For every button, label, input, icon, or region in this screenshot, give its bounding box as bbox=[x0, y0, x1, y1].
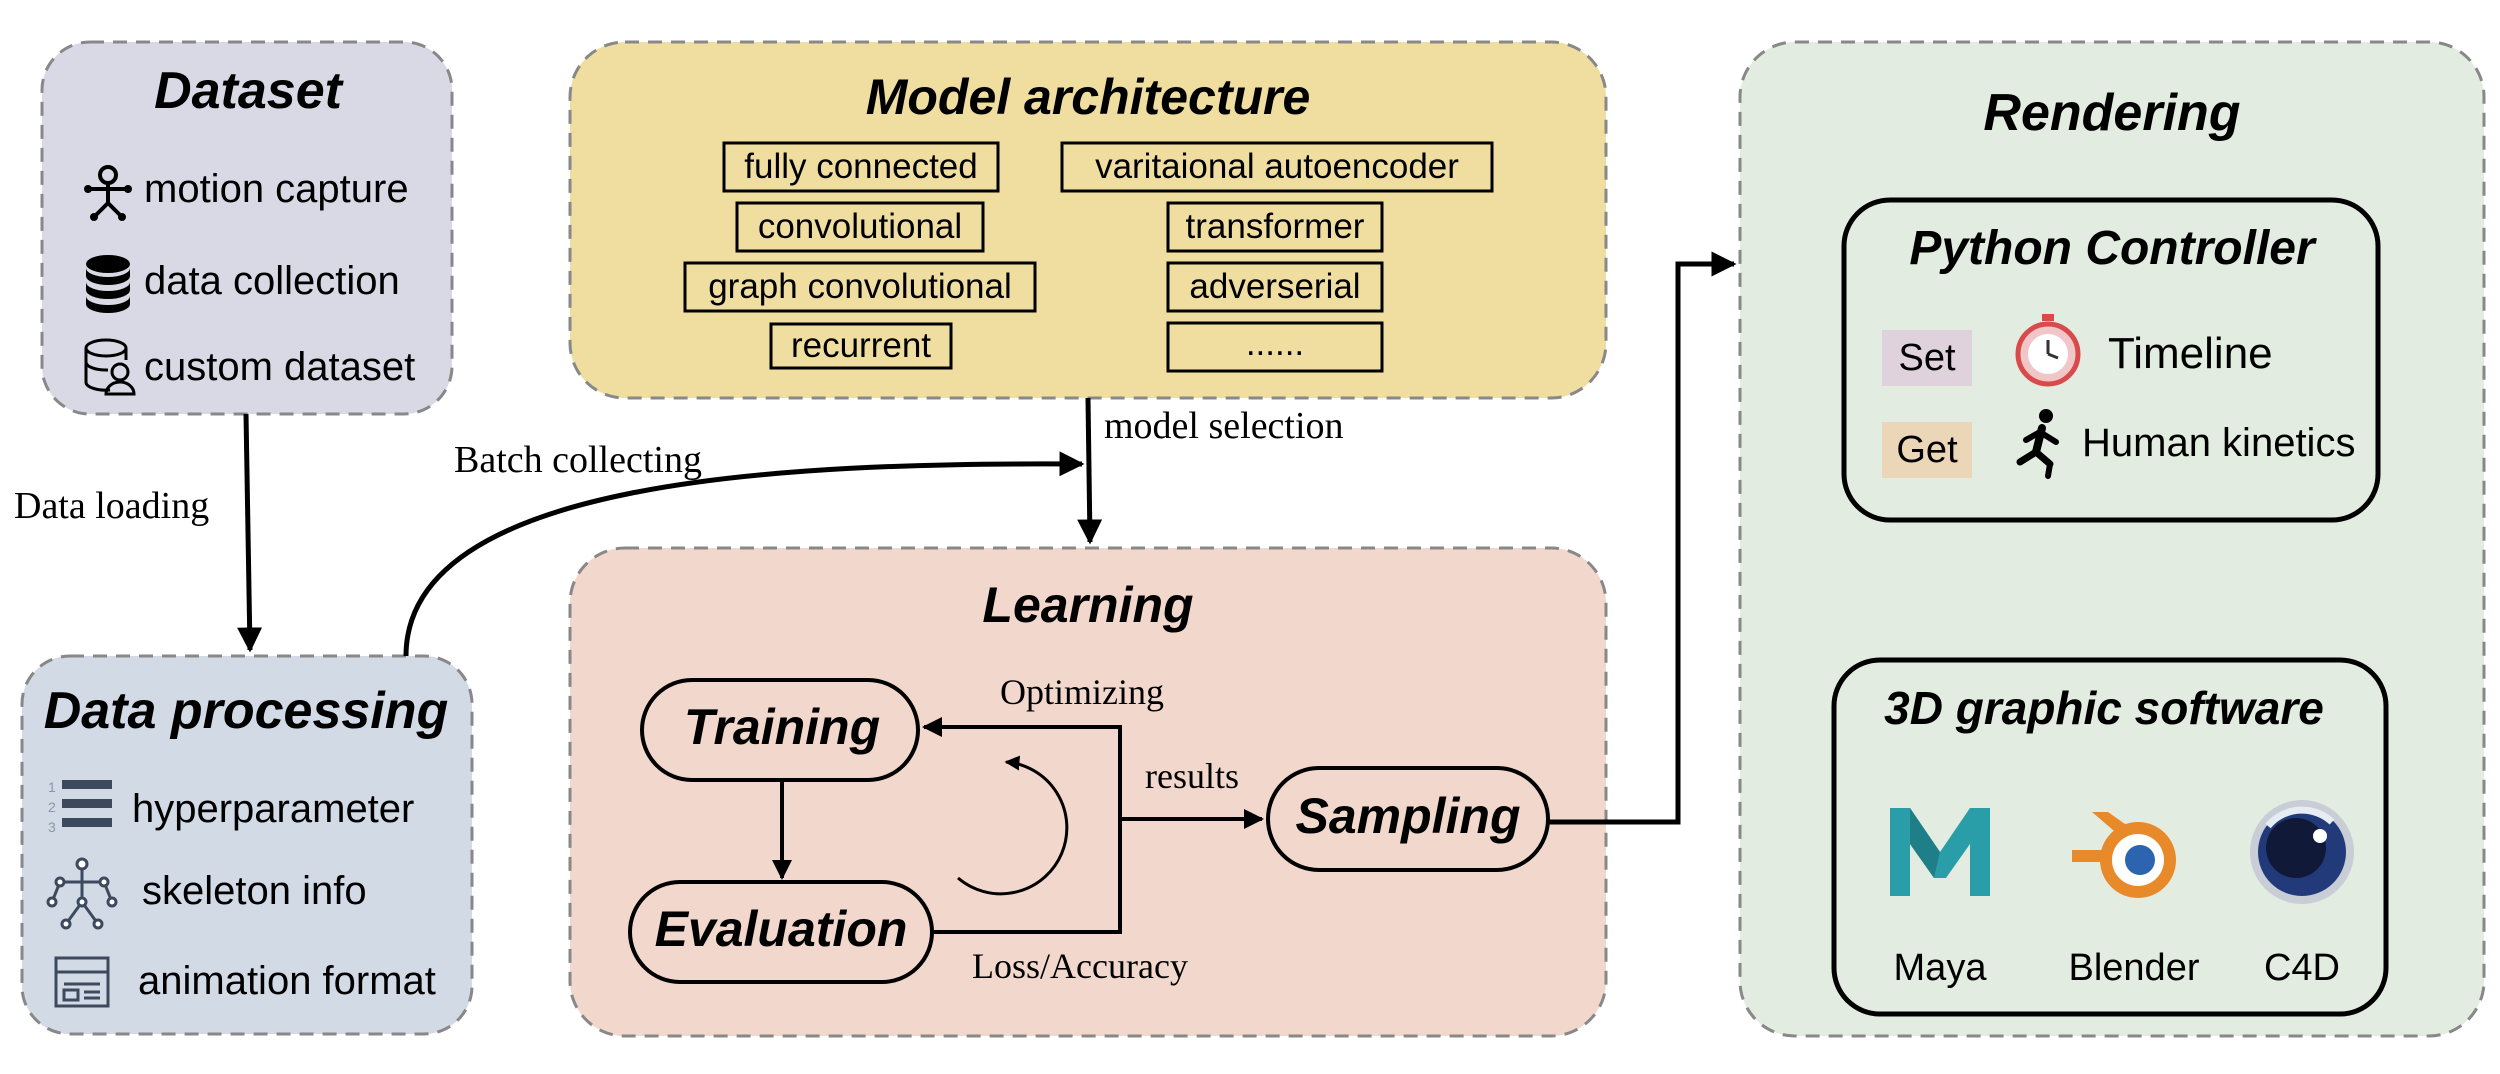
model-option-label: fully connected bbox=[744, 147, 977, 186]
loss-accuracy-label: Loss/Accuracy bbox=[972, 946, 1188, 986]
human-kinetics-label: Human kinetics bbox=[2082, 421, 2355, 465]
app-label: Blender bbox=[2069, 947, 2200, 989]
set-label: Set bbox=[1898, 337, 1955, 379]
data-loading-arrow bbox=[237, 413, 263, 653]
sampling-to-rendering-arrow bbox=[1548, 251, 1737, 825]
results-label: results bbox=[1145, 756, 1239, 796]
database-icon bbox=[86, 255, 130, 313]
app-label: Maya bbox=[1894, 947, 1988, 989]
model-option-label: transformer bbox=[1186, 207, 1365, 246]
set-badge bbox=[1882, 330, 1972, 386]
data-processing-title: Data processing bbox=[44, 682, 449, 740]
data-loading-label: Data loading bbox=[14, 485, 209, 527]
get-badge bbox=[1882, 422, 1972, 478]
running-person-icon bbox=[2016, 409, 2059, 479]
dataset-item-label: custom dataset bbox=[144, 345, 415, 389]
model-option-box bbox=[735, 201, 985, 253]
3d-software-box bbox=[1831, 657, 2389, 1017]
learning-title: Learning bbox=[982, 577, 1193, 633]
model-option-box bbox=[769, 322, 953, 370]
list-numbered-icon: 1 2 3 bbox=[48, 779, 112, 835]
animation-format-icon bbox=[54, 956, 110, 1008]
model-option-box bbox=[683, 261, 1037, 313]
motion-capture-icon bbox=[84, 165, 132, 221]
model-option-label: ...... bbox=[1246, 324, 1304, 363]
clock-icon bbox=[2015, 314, 2081, 387]
rendering-panel bbox=[1738, 40, 2486, 1038]
evaluation-label: Evaluation bbox=[655, 901, 908, 957]
get-label: Get bbox=[1896, 429, 1958, 471]
blender-icon bbox=[2072, 812, 2176, 898]
processing-item-label: skeleton info bbox=[142, 869, 367, 913]
model-option-box bbox=[1166, 321, 1384, 373]
model-option-box bbox=[1166, 201, 1384, 253]
svg-text:1: 1 bbox=[48, 779, 56, 795]
sampling-node bbox=[1266, 766, 1550, 872]
python-controller-title: Python Controller bbox=[1909, 222, 2317, 275]
rendering-title: Rendering bbox=[1983, 84, 2240, 142]
data-processing-panel bbox=[20, 654, 474, 1036]
cycle-icon bbox=[957, 755, 1069, 896]
processing-item-label: animation format bbox=[138, 959, 436, 1003]
model-selection-arrow bbox=[1077, 397, 1103, 545]
model-option-label: recurrent bbox=[791, 326, 931, 365]
model-option-box bbox=[1166, 261, 1384, 313]
dataset-item-label: data collection bbox=[144, 259, 400, 303]
model-selection-label: model selection bbox=[1104, 405, 1344, 447]
learning-panel bbox=[568, 546, 1608, 1038]
model-option-label: varitaional autoencoder bbox=[1095, 147, 1459, 186]
training-label: Training bbox=[684, 699, 880, 755]
3d-software-title: 3D graphic software bbox=[1884, 682, 2324, 734]
app-label: C4D bbox=[2264, 947, 2340, 989]
svg-text:3: 3 bbox=[48, 819, 56, 835]
custom-dataset-icon bbox=[84, 338, 136, 396]
batch-collecting-label: Batch collecting bbox=[454, 439, 702, 481]
c4d-icon bbox=[2250, 800, 2354, 904]
model-option-box bbox=[722, 141, 1000, 193]
skeleton-icon bbox=[46, 857, 118, 930]
maya-icon bbox=[1890, 808, 1990, 896]
batch-collecting-arrow bbox=[403, 451, 1085, 657]
dataset-item-label: motion capture bbox=[144, 167, 409, 211]
model-option-box bbox=[1060, 141, 1494, 193]
model-option-label: graph convolutional bbox=[708, 267, 1012, 306]
processing-item-label: hyperparameter bbox=[132, 787, 414, 831]
timeline-label: Timeline bbox=[2108, 329, 2273, 378]
model-option-label: convolutional bbox=[758, 207, 962, 246]
model-architecture-title: Model architecture bbox=[866, 69, 1311, 125]
svg-text:2: 2 bbox=[48, 799, 56, 815]
optimizing-label: Optimizing bbox=[1000, 672, 1164, 712]
sampling-label: Sampling bbox=[1295, 788, 1520, 844]
dataset-title: Dataset bbox=[154, 62, 345, 120]
feedback-loop-arrow bbox=[922, 717, 1122, 934]
model-option-label: adverserial bbox=[1189, 267, 1360, 306]
python-controller-box bbox=[1841, 197, 2381, 523]
